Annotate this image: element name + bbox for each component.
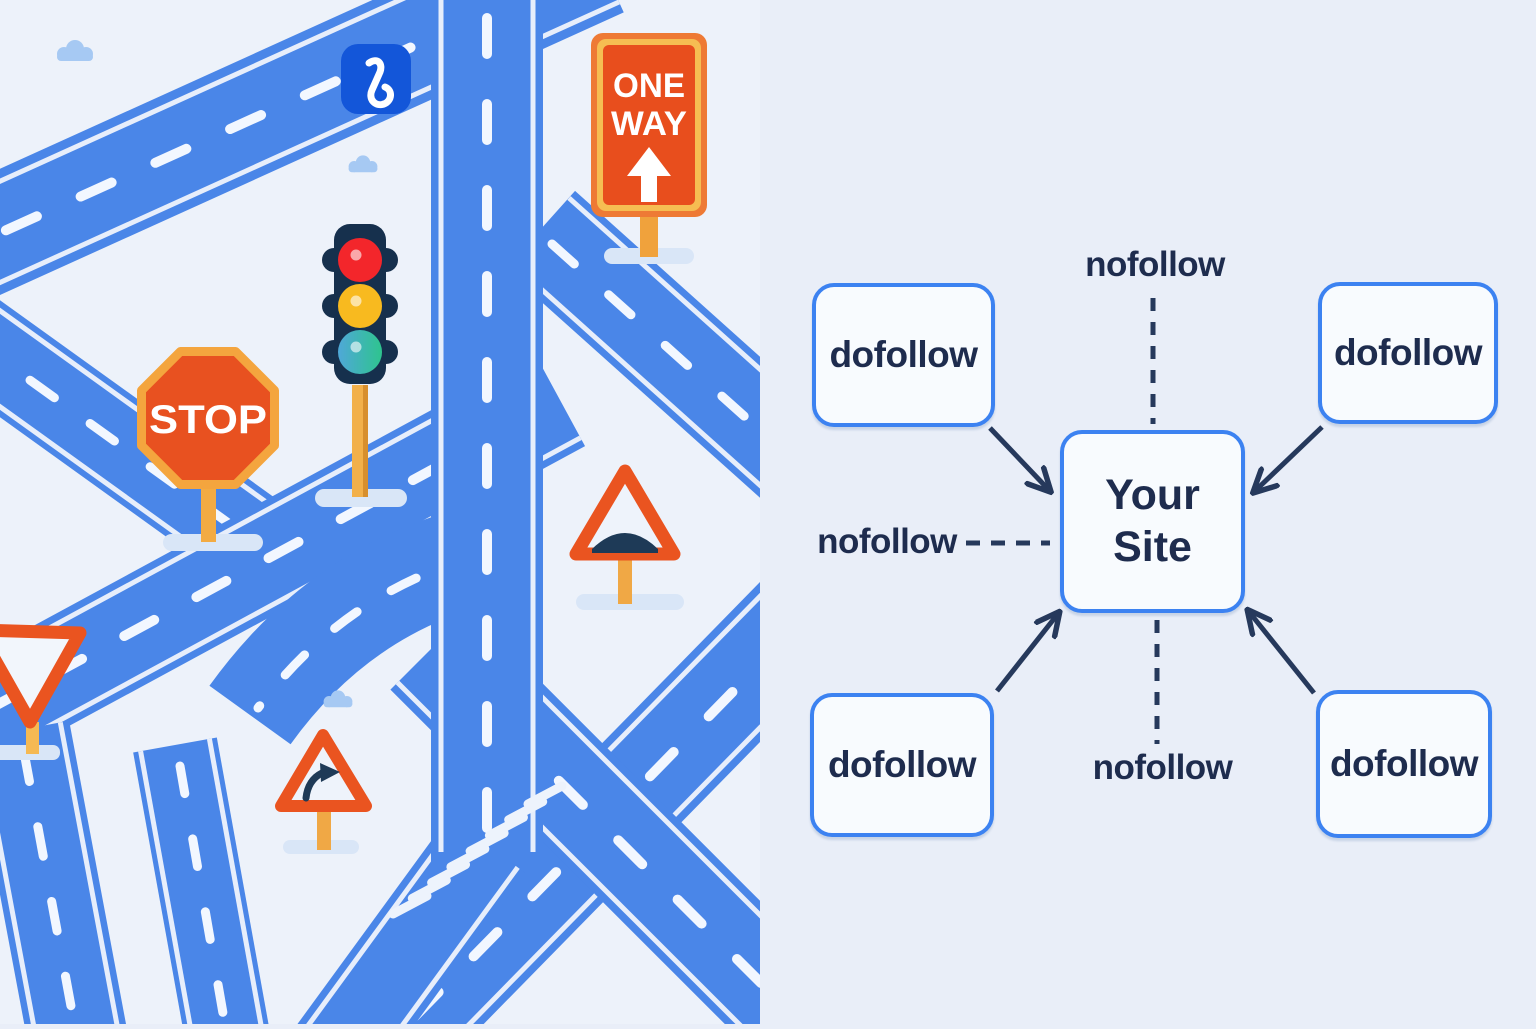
dofollow-label: dofollow [829, 334, 978, 375]
dofollow-label: dofollow [1329, 743, 1479, 784]
one-way-text-line2: WAY [611, 105, 687, 143]
nofollow-label-bottom: nofollow [1092, 748, 1233, 787]
stop-text: STOP [149, 398, 267, 442]
nofollow-label-left: nofollow [817, 522, 957, 561]
dofollow-label: dofollow [827, 744, 977, 785]
yield-sign [0, 624, 87, 760]
stop-sign: STOP [137, 347, 279, 551]
dofollow-label: dofollow [1333, 332, 1483, 373]
road-map-illustration: ONE WAY STOP [0, 0, 900, 1029]
up-arrow-icon [627, 147, 671, 202]
bush-icon [57, 40, 93, 61]
dofollow-box-top-left: dofollow [812, 283, 995, 427]
your-site-box: Your Site [1060, 430, 1245, 613]
crosswalk-stripes [388, 781, 567, 919]
green-light [338, 330, 382, 374]
bush-icon [323, 690, 353, 708]
curve-warning-sign [275, 729, 372, 854]
curve-arrow-icon [302, 769, 326, 802]
one-way-sign: ONE WAY [591, 33, 707, 264]
link-logo-icon [341, 44, 411, 114]
dofollow-arrow-top-left [988, 426, 1048, 489]
dofollow-arrow-bottom-right [1250, 613, 1316, 695]
bush-icon [348, 155, 378, 173]
your-site-label: Your Site [1105, 470, 1200, 571]
one-way-text-line1: ONE [613, 67, 685, 105]
link-diagram: dofollow dofollow dofollow dofollow Your… [760, 0, 1536, 1024]
red-light [338, 238, 382, 282]
bump-warning-sign [569, 464, 684, 610]
dofollow-box-bottom-left: dofollow [810, 693, 994, 837]
yellow-light [338, 284, 382, 328]
dofollow-box-top-right: dofollow [1318, 282, 1498, 424]
traffic-light-icon [315, 224, 407, 507]
nofollow-label-top: nofollow [1085, 245, 1225, 284]
dofollow-arrow-top-right [1256, 425, 1324, 490]
roads [0, 0, 900, 1029]
dofollow-box-bottom-right: dofollow [1316, 690, 1492, 838]
dofollow-arrow-bottom-left [995, 615, 1057, 693]
road-map-svg: ONE WAY STOP [0, 0, 900, 1029]
